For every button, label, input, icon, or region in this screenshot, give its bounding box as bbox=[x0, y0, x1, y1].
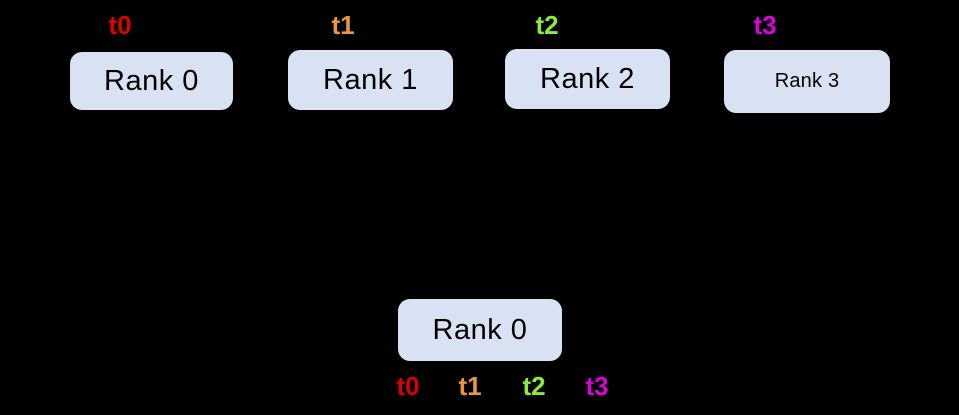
thread-label-t2: t2 bbox=[535, 10, 559, 40]
rank-0-box: Rank 0 bbox=[70, 52, 233, 110]
rank-3-box: Rank 3 bbox=[724, 50, 890, 113]
bottom-thread-label-t1: t1 bbox=[458, 371, 482, 401]
thread-label-t3: t3 bbox=[753, 10, 777, 40]
bottom-thread-label-t2: t2 bbox=[522, 371, 546, 401]
bottom-rank-0-box: Rank 0 bbox=[398, 299, 562, 361]
rank-1-box: Rank 1 bbox=[288, 50, 453, 110]
bottom-thread-label-t0: t0 bbox=[396, 371, 420, 401]
rank-2-box: Rank 2 bbox=[505, 49, 670, 109]
thread-label-t1: t1 bbox=[331, 10, 355, 40]
bottom-thread-label-t3: t3 bbox=[585, 371, 609, 401]
thread-label-t0: t0 bbox=[108, 10, 132, 40]
